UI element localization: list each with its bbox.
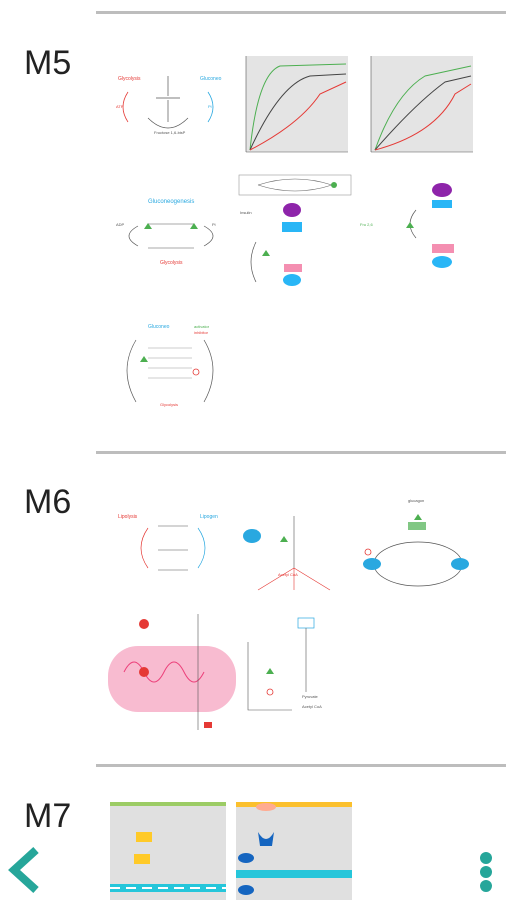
more-options-button[interactable] <box>468 848 504 894</box>
slide-thumbnail[interactable]: Acetyl CoA <box>238 506 348 606</box>
slide-thumbnail[interactable]: Insulin <box>236 198 358 294</box>
svg-text:Acetyl CoA: Acetyl CoA <box>278 572 298 577</box>
slide-thumbnail[interactable] <box>238 174 352 196</box>
chart-thumbnail[interactable] <box>240 54 350 162</box>
back-button[interactable] <box>6 846 46 894</box>
svg-text:Gluconeo: Gluconeo <box>148 324 170 330</box>
slide-thumbnail[interactable]: Gluconeogenesis Glycolysis ADP Pi <box>108 196 234 270</box>
section-label-m6: M6 <box>24 483 72 521</box>
svg-text:Gluconeo: Gluconeo <box>200 76 222 82</box>
slide-thumbnail[interactable] <box>104 612 240 732</box>
chart-thumbnail[interactable] <box>365 54 475 162</box>
svg-text:ADP: ADP <box>116 222 125 227</box>
svg-text:Fructose 1,6-bisP: Fructose 1,6-bisP <box>154 130 186 135</box>
svg-text:Lipogen: Lipogen <box>200 514 218 520</box>
slide-thumbnail[interactable]: glucagon <box>356 494 480 598</box>
svg-text:inhibitor: inhibitor <box>194 330 209 335</box>
section-label-m7: M7 <box>24 797 72 835</box>
section-divider <box>96 11 506 14</box>
slide-thumbnail[interactable] <box>236 802 352 900</box>
svg-text:Acetyl CoA: Acetyl CoA <box>302 704 322 709</box>
svg-text:Gluconeogenesis: Gluconeogenesis <box>148 199 194 205</box>
svg-text:Glycolysis: Glycolysis <box>118 76 141 82</box>
section-divider <box>96 451 506 454</box>
chevron-left-icon <box>8 847 39 893</box>
slide-thumbnail[interactable] <box>110 802 226 900</box>
slide-thumbnail[interactable]: Pyruvate Acetyl CoA <box>242 612 356 716</box>
svg-text:Pi: Pi <box>212 222 216 227</box>
section-divider <box>96 764 506 767</box>
slide-thumbnail[interactable]: Lipolysis Lipogen <box>108 508 232 580</box>
svg-text:Insulin: Insulin <box>240 210 252 215</box>
slide-thumbnail[interactable]: Gluconeo activator inhibitor Glycolysis <box>108 318 232 412</box>
section-label-m5: M5 <box>24 44 72 82</box>
slide-thumbnail[interactable]: Fru 2,6 <box>356 180 480 272</box>
svg-text:Pi: Pi <box>208 104 212 109</box>
svg-text:Glycolysis: Glycolysis <box>160 260 183 266</box>
svg-text:activator: activator <box>194 324 210 329</box>
svg-text:Lipolysis: Lipolysis <box>118 514 138 520</box>
svg-text:glucagon: glucagon <box>408 498 424 503</box>
svg-text:Glycolysis: Glycolysis <box>160 402 178 407</box>
slide-thumbnail[interactable]: Glycolysis Gluconeo ATP Pi Fructose 1,6-… <box>108 58 232 152</box>
svg-text:ATP: ATP <box>116 104 124 109</box>
svg-text:Fru 2,6: Fru 2,6 <box>360 222 373 227</box>
svg-text:Pyruvate: Pyruvate <box>302 694 319 699</box>
